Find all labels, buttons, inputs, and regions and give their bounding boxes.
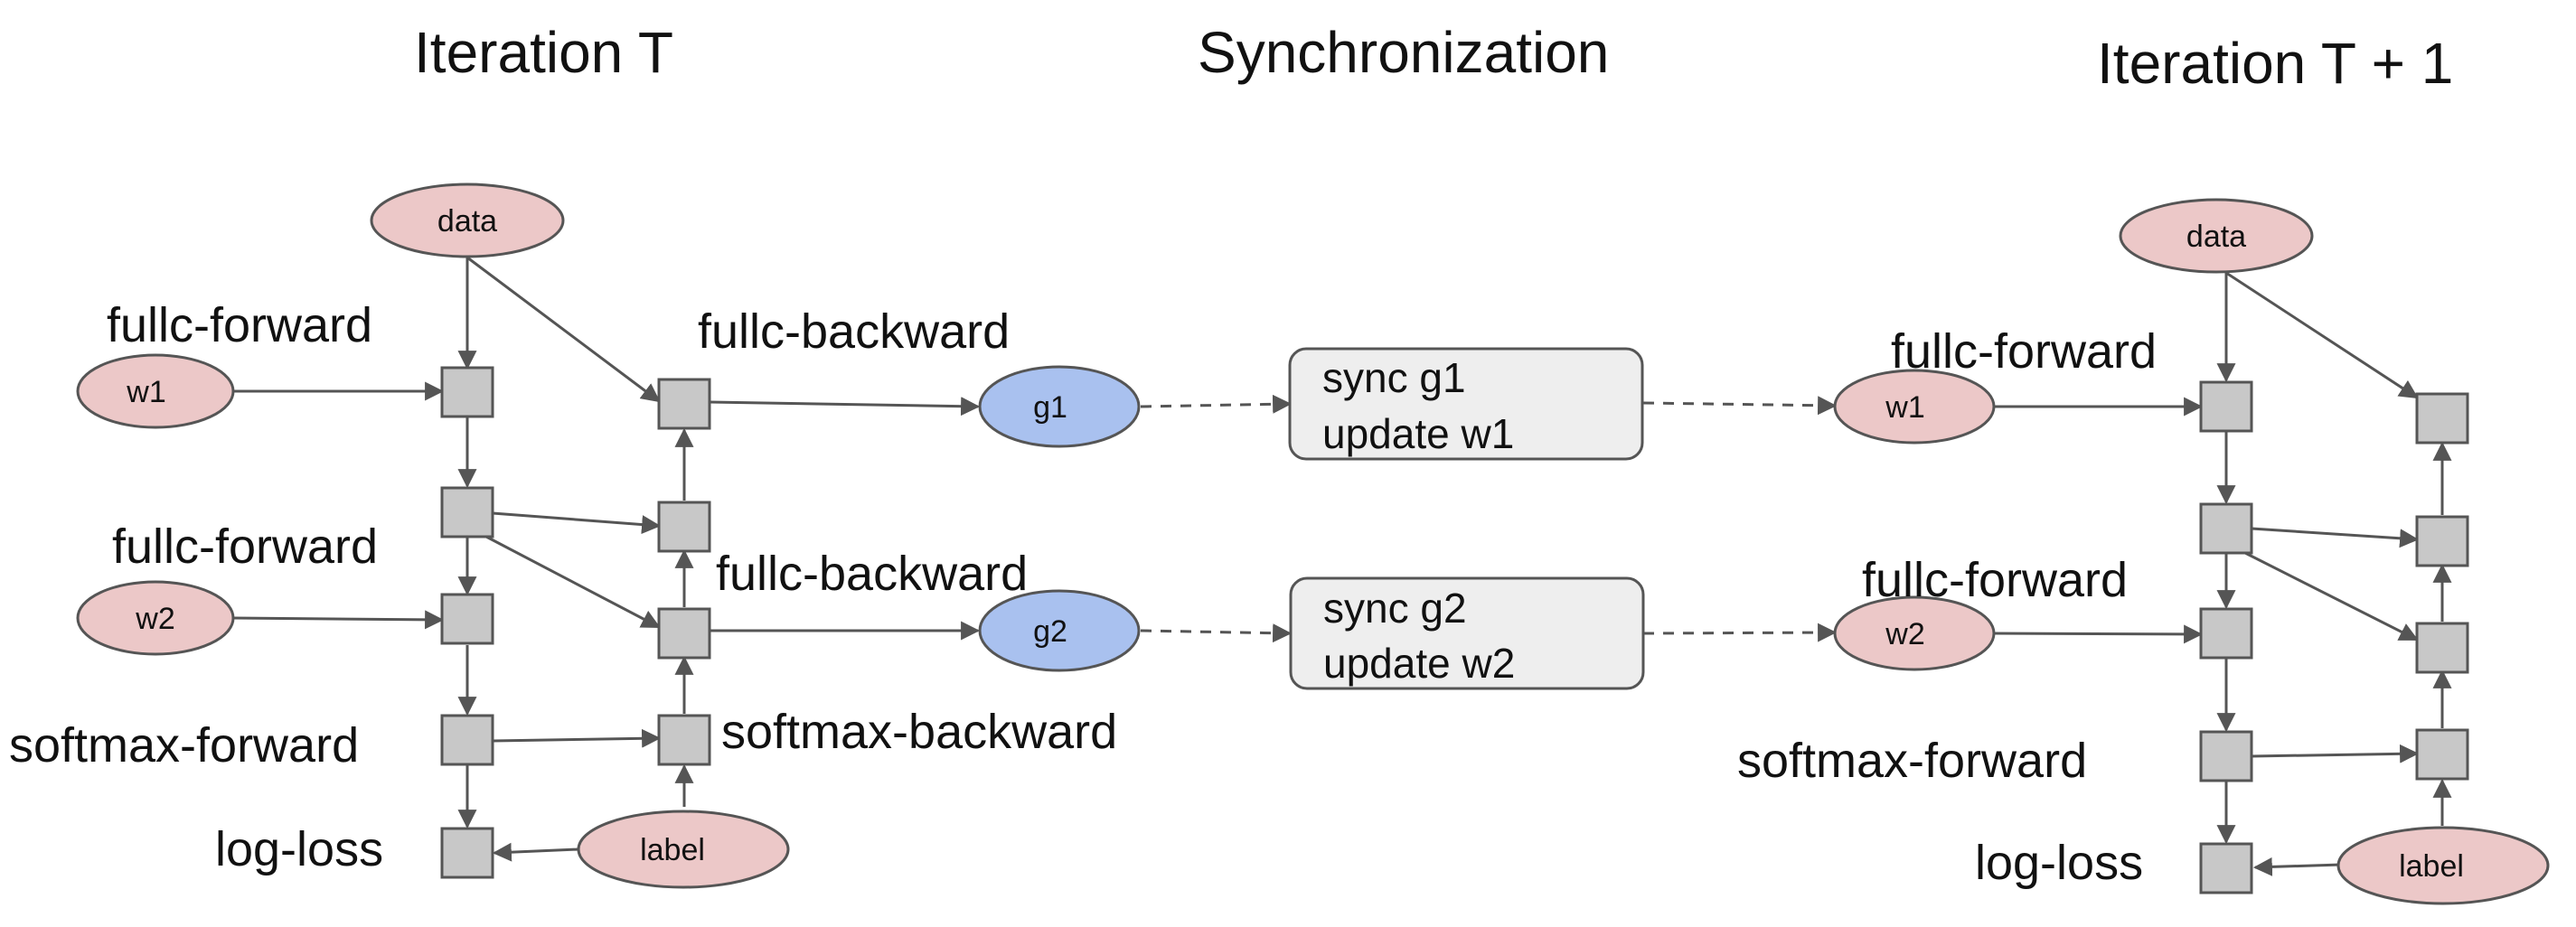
g2-node	[978, 589, 1141, 672]
edges-iteration-t	[232, 256, 981, 862]
sync-g2-line1: sync g2	[1323, 585, 1467, 632]
iteration-t-graph: data w1 w2 label g1 g2 fullc-forward ful…	[9, 183, 1141, 889]
label-node	[577, 810, 790, 889]
log-loss-op-t1	[2199, 842, 2253, 894]
w1-node	[76, 353, 235, 429]
fullc-forward-label-2: fullc-forward	[112, 520, 378, 574]
softmax-forward-op	[440, 714, 494, 766]
iteration-t1-graph: data w1 w2 label fullc-forward fullc-for…	[1737, 198, 2550, 905]
fullc-forward-label-t1-2: fullc-forward	[1862, 553, 2128, 607]
sync-g2-box	[1289, 576, 1645, 690]
title-iteration-t: Iteration T	[414, 20, 673, 85]
g1-node-label: g1	[1033, 390, 1067, 425]
fullc-forward-1-op	[440, 366, 494, 418]
softmax-backward-op-t1	[2415, 728, 2469, 781]
edges-iteration-t1	[1993, 271, 2452, 876]
w2-node-t1-label: w2	[1885, 617, 1924, 651]
w1-node-label: w1	[126, 375, 165, 409]
softmax-backward-label: softmax-backward	[721, 705, 1117, 759]
log-loss-op	[440, 827, 494, 879]
w1-node-t1	[1833, 369, 1996, 445]
log-loss-label-t1: log-loss	[1975, 836, 2143, 890]
fullc-backward-1-input-op-t1	[2415, 515, 2469, 567]
data-node	[370, 183, 565, 258]
label-node-label: label	[640, 833, 705, 867]
data-node-label: data	[437, 204, 497, 239]
data-node-t1	[2119, 198, 2314, 274]
softmax-backward-op	[657, 714, 711, 766]
sync-g2-line2: update w2	[1323, 640, 1515, 687]
fullc-forward-label-t1-1: fullc-forward	[1891, 324, 2157, 379]
sync-g1-line2: update w1	[1322, 410, 1514, 457]
softmax-forward-op-t1	[2199, 730, 2253, 782]
g1-node	[978, 365, 1141, 448]
label-node-t1-label: label	[2399, 849, 2464, 884]
w2-node-label: w2	[135, 602, 174, 636]
fullc-backward-label-1: fullc-backward	[698, 304, 1010, 359]
fullc-forward-1-output-op-t1	[2199, 502, 2253, 555]
sync-g1-line1: sync g1	[1322, 354, 1466, 401]
fullc-backward-1-op	[657, 378, 711, 430]
softmax-forward-label: softmax-forward	[9, 718, 359, 772]
edges-synchronization	[1140, 394, 1838, 643]
fullc-backward-1-op-t1	[2415, 392, 2469, 445]
title-synchronization: Synchronization	[1198, 20, 1609, 85]
softmax-forward-label-t1: softmax-forward	[1737, 734, 2087, 788]
w2-node	[76, 580, 235, 656]
fullc-forward-2-op	[440, 593, 494, 645]
data-node-t1-label: data	[2186, 220, 2246, 254]
w2-node-t1	[1833, 595, 1996, 671]
w1-node-t1-label: w1	[1885, 390, 1924, 425]
title-iteration-t1: Iteration T + 1	[2097, 31, 2453, 96]
g2-node-label: g2	[1033, 614, 1067, 649]
log-loss-label: log-loss	[215, 822, 383, 876]
fullc-backward-2-op	[657, 607, 711, 660]
fullc-forward-2-op-t1	[2199, 607, 2253, 660]
fullc-forward-label-1: fullc-forward	[107, 298, 372, 352]
label-node-t1	[2336, 826, 2550, 905]
fullc-backward-2-op-t1	[2415, 622, 2469, 674]
fullc-forward-1-output-op	[440, 486, 494, 538]
fullc-backward-label-2: fullc-backward	[716, 547, 1028, 601]
fullc-forward-1-op-t1	[2199, 380, 2253, 433]
fullc-backward-1-input-op	[657, 501, 711, 553]
sync-g1-box	[1288, 347, 1644, 461]
synchronization-section: sync g1 update w1 sync g2 update w2	[1288, 347, 1645, 690]
